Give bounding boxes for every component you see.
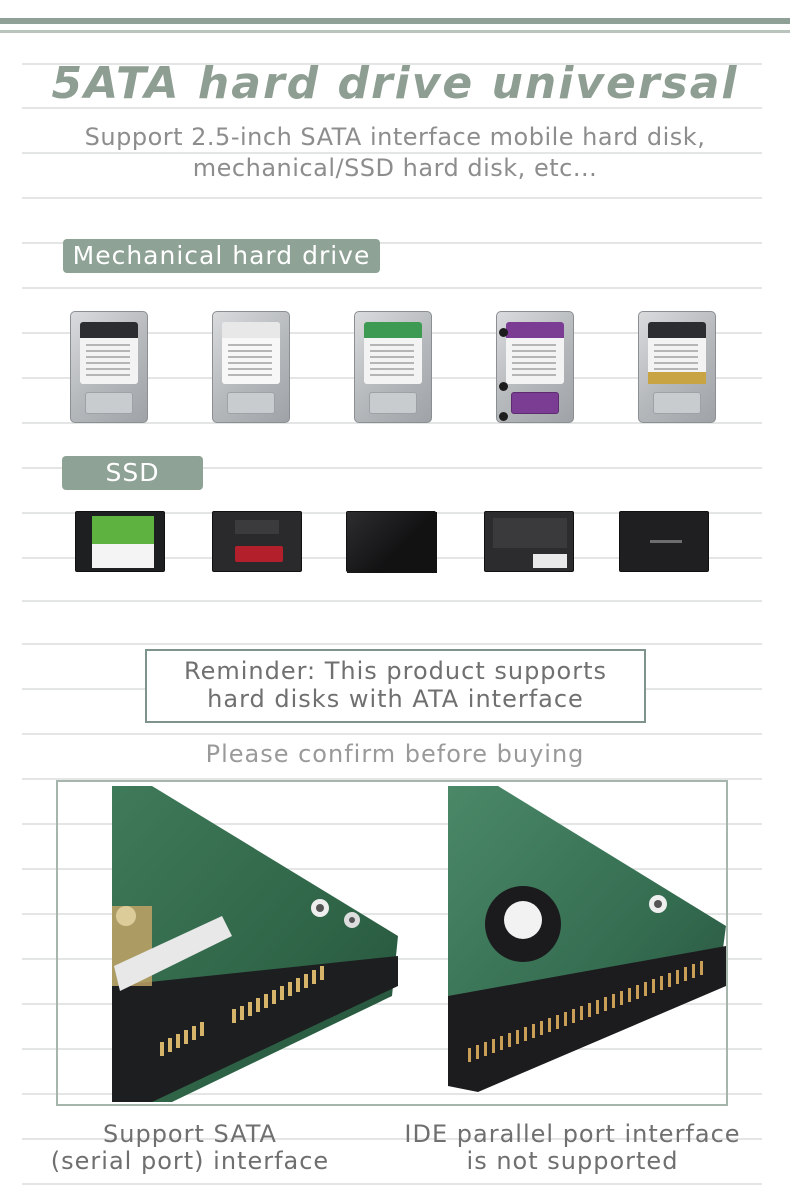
sandisk-ssd-plus-icon — [212, 511, 302, 572]
reminder-text: Reminder: This product supports hard dis… — [147, 657, 644, 713]
comparison-photo-frame — [56, 780, 728, 1106]
reminder-line-1: Reminder: This product supports — [183, 657, 608, 685]
samsung-ssd-icon — [619, 511, 709, 572]
reminder-box: Reminder: This product supports hard dis… — [145, 649, 646, 723]
hyperx-fury-ssd-icon — [484, 511, 574, 572]
sata-caption: Support SATA (serial port) interface — [40, 1121, 340, 1175]
wd-purple-hdd-icon — [496, 311, 574, 423]
divider-line — [22, 197, 762, 199]
divider-line — [22, 63, 762, 65]
ide-caption-line-2: is not supported — [466, 1147, 679, 1175]
top-accent-bar-thin — [0, 30, 790, 33]
divider-line — [22, 778, 762, 780]
subtitle-line-1: Support 2.5-inch SATA interface mobile h… — [84, 123, 706, 151]
ide-caption-line-1: IDE parallel port interface — [404, 1120, 741, 1148]
divider-line — [22, 287, 762, 289]
divider-line — [22, 107, 762, 109]
ssd-tag: SSD — [62, 456, 203, 490]
divider-line — [22, 823, 762, 825]
mechanical-hard-drive-tag: Mechanical hard drive — [63, 239, 380, 273]
divider-line — [22, 152, 762, 154]
divider-line — [22, 1183, 762, 1185]
seagate-hdd-icon — [212, 311, 290, 423]
wd-hdd-icon — [70, 311, 148, 423]
wd-green-ssd-icon — [75, 511, 165, 572]
sata-caption-line-2: (serial port) interface — [50, 1147, 330, 1175]
divider-line — [22, 467, 762, 469]
seagate-barracuda-hdd-icon — [354, 311, 432, 423]
divider-line — [22, 242, 762, 244]
ide-caption: IDE parallel port interface is not suppo… — [390, 1121, 755, 1175]
divider-line — [22, 422, 762, 424]
top-accent-bar — [0, 18, 790, 24]
confirm-notice: Please confirm before buying — [205, 740, 585, 768]
ide-drive-photo — [448, 786, 726, 1102]
wd-gold-hdd-icon — [638, 311, 716, 423]
page-subtitle: Support 2.5-inch SATA interface mobile h… — [30, 122, 760, 184]
divider-line — [22, 868, 762, 870]
sata-caption-line-1: Support SATA — [103, 1120, 277, 1148]
divider-line — [22, 1048, 762, 1050]
divider-line — [22, 1003, 762, 1005]
lexar-ssd-icon — [346, 511, 437, 573]
divider-line — [22, 600, 762, 602]
sata-drive-photo — [112, 786, 398, 1102]
page-title: 5ATA hard drive universal — [51, 58, 739, 109]
divider-line — [22, 643, 762, 645]
divider-line — [22, 1138, 762, 1140]
reminder-line-2: hard disks with ATA interface — [207, 685, 584, 713]
divider-line — [22, 1093, 762, 1095]
subtitle-line-2: mechanical/SSD hard disk, etc... — [192, 154, 598, 182]
divider-line — [22, 913, 762, 915]
divider-line — [22, 733, 762, 735]
